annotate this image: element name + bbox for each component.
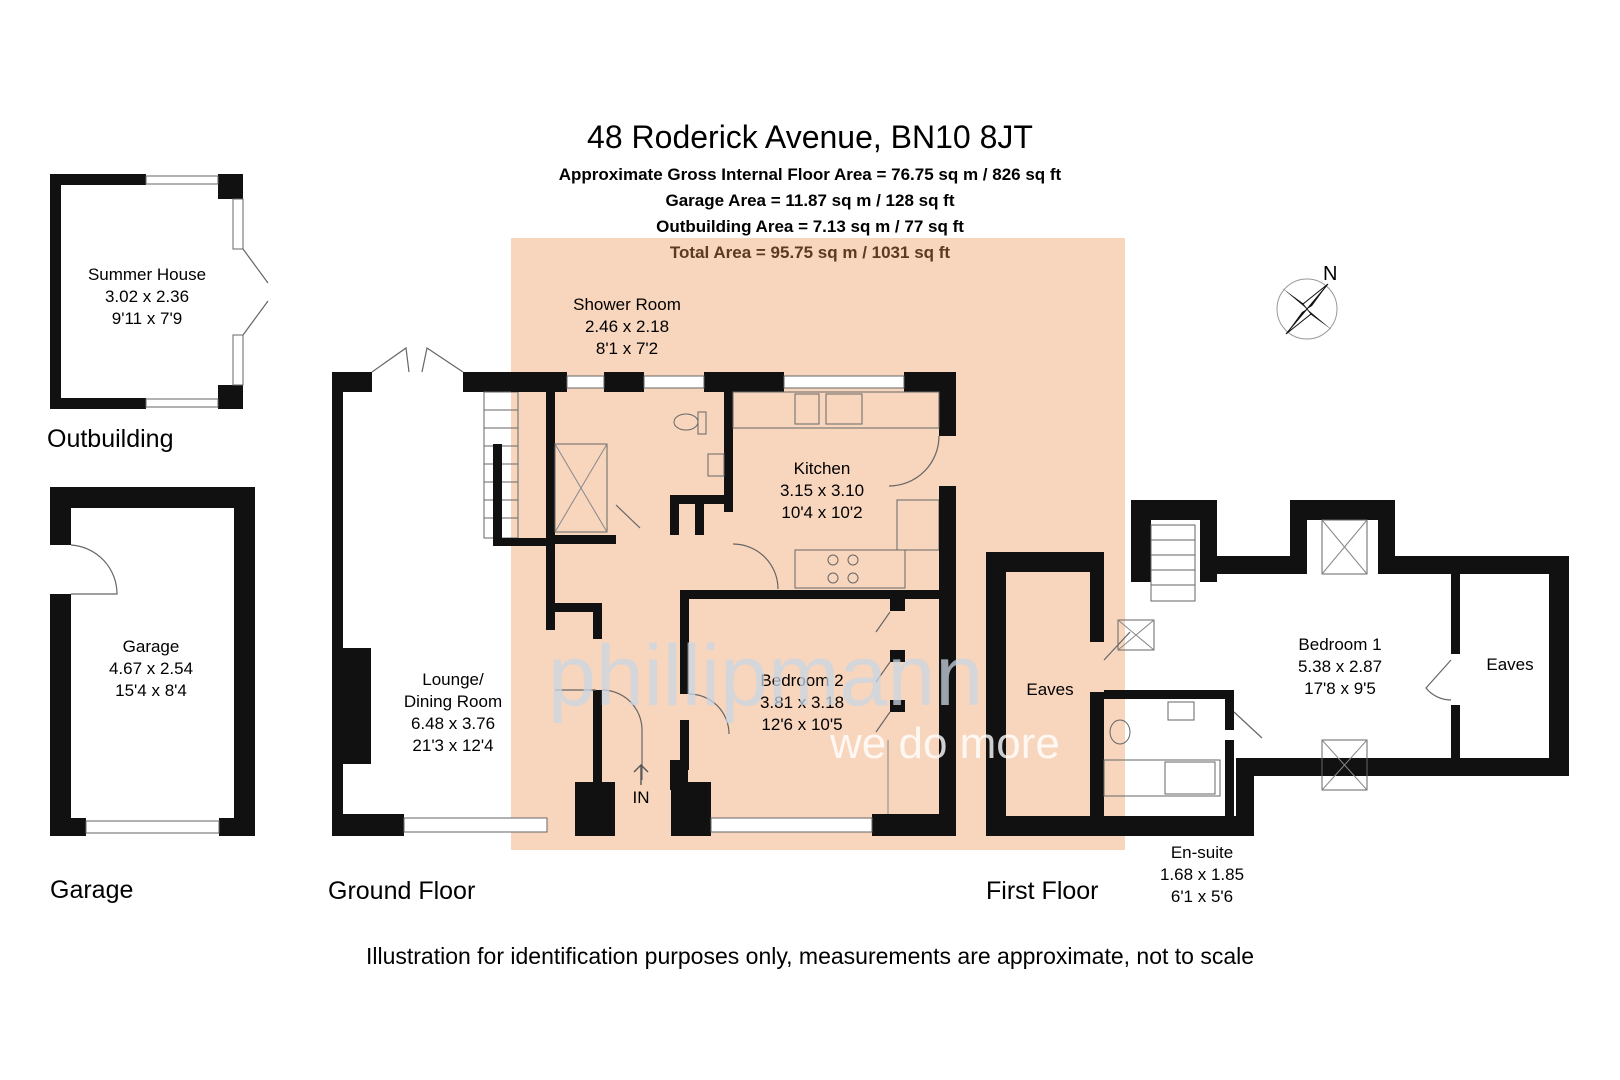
lounge-name-line2: Dining Room	[404, 692, 502, 711]
garage-name: Garage	[123, 637, 180, 656]
lounge-name-line1: Lounge/	[422, 670, 484, 689]
bedroom-1-metric: 5.38 x 2.87	[1298, 657, 1382, 676]
outbuilding-plan	[50, 174, 269, 409]
garage-imperial: 15'4 x 8'4	[115, 681, 187, 700]
lounge-metric: 6.48 x 3.76	[411, 714, 495, 733]
watermark-brand: phillipmann	[548, 628, 983, 724]
garage-plan	[50, 487, 255, 836]
eaves-right-label: Eaves	[1486, 655, 1533, 674]
entrance-label: IN	[633, 788, 650, 807]
compass-icon	[1276, 278, 1338, 340]
ground-floor-plan	[332, 346, 956, 836]
outbuilding-area-text: Outbuilding Area = 7.13 sq m / 77 sq ft	[656, 217, 964, 236]
en-suite-metric: 1.68 x 1.85	[1160, 865, 1244, 884]
ground-floor-section-label: Ground Floor	[328, 877, 475, 905]
bedroom-1-imperial: 17'8 x 9'5	[1304, 679, 1376, 698]
total-area-text: Total Area = 95.75 sq m / 1031 sq ft	[670, 243, 950, 262]
lounge-imperial: 21'3 x 12'4	[412, 736, 493, 755]
bedroom-2-name: Bedroom 2	[760, 671, 843, 690]
bedroom-2-imperial: 12'6 x 10'5	[761, 715, 842, 734]
gross-area-text: Approximate Gross Internal Floor Area = …	[559, 165, 1062, 184]
garage-section-label: Garage	[50, 876, 133, 904]
kitchen-metric: 3.15 x 3.10	[780, 481, 864, 500]
first-floor-section-label: First Floor	[986, 877, 1099, 905]
kitchen-imperial: 10'4 x 10'2	[781, 503, 862, 522]
watermark-tagline: we do more	[829, 719, 1060, 768]
summer-house-metric: 3.02 x 2.36	[105, 287, 189, 306]
garage-metric: 4.67 x 2.54	[109, 659, 193, 678]
disclaimer-text: Illustration for identification purposes…	[366, 943, 1254, 969]
summer-house-imperial: 9'11 x 7'9	[112, 309, 182, 328]
first-floor-plan	[986, 500, 1569, 836]
shower-room-name: Shower Room	[573, 295, 681, 314]
shower-room-imperial: 8'1 x 7'2	[596, 339, 658, 358]
en-suite-name: En-suite	[1171, 843, 1233, 862]
property-address: 48 Roderick Avenue, BN10 8JT	[587, 119, 1033, 155]
kitchen-name: Kitchen	[794, 459, 851, 478]
bedroom-2-metric: 3.81 x 3.18	[760, 693, 844, 712]
eaves-left-label: Eaves	[1026, 680, 1073, 699]
garage-area-text: Garage Area = 11.87 sq m / 128 sq ft	[666, 191, 955, 210]
shower-room-metric: 2.46 x 2.18	[585, 317, 669, 336]
bedroom-1-name: Bedroom 1	[1298, 635, 1381, 654]
outbuilding-section-label: Outbuilding	[47, 425, 173, 453]
en-suite-imperial: 6'1 x 5'6	[1171, 887, 1233, 906]
compass-north-label: N	[1323, 263, 1337, 285]
summer-house-name: Summer House	[88, 265, 206, 284]
